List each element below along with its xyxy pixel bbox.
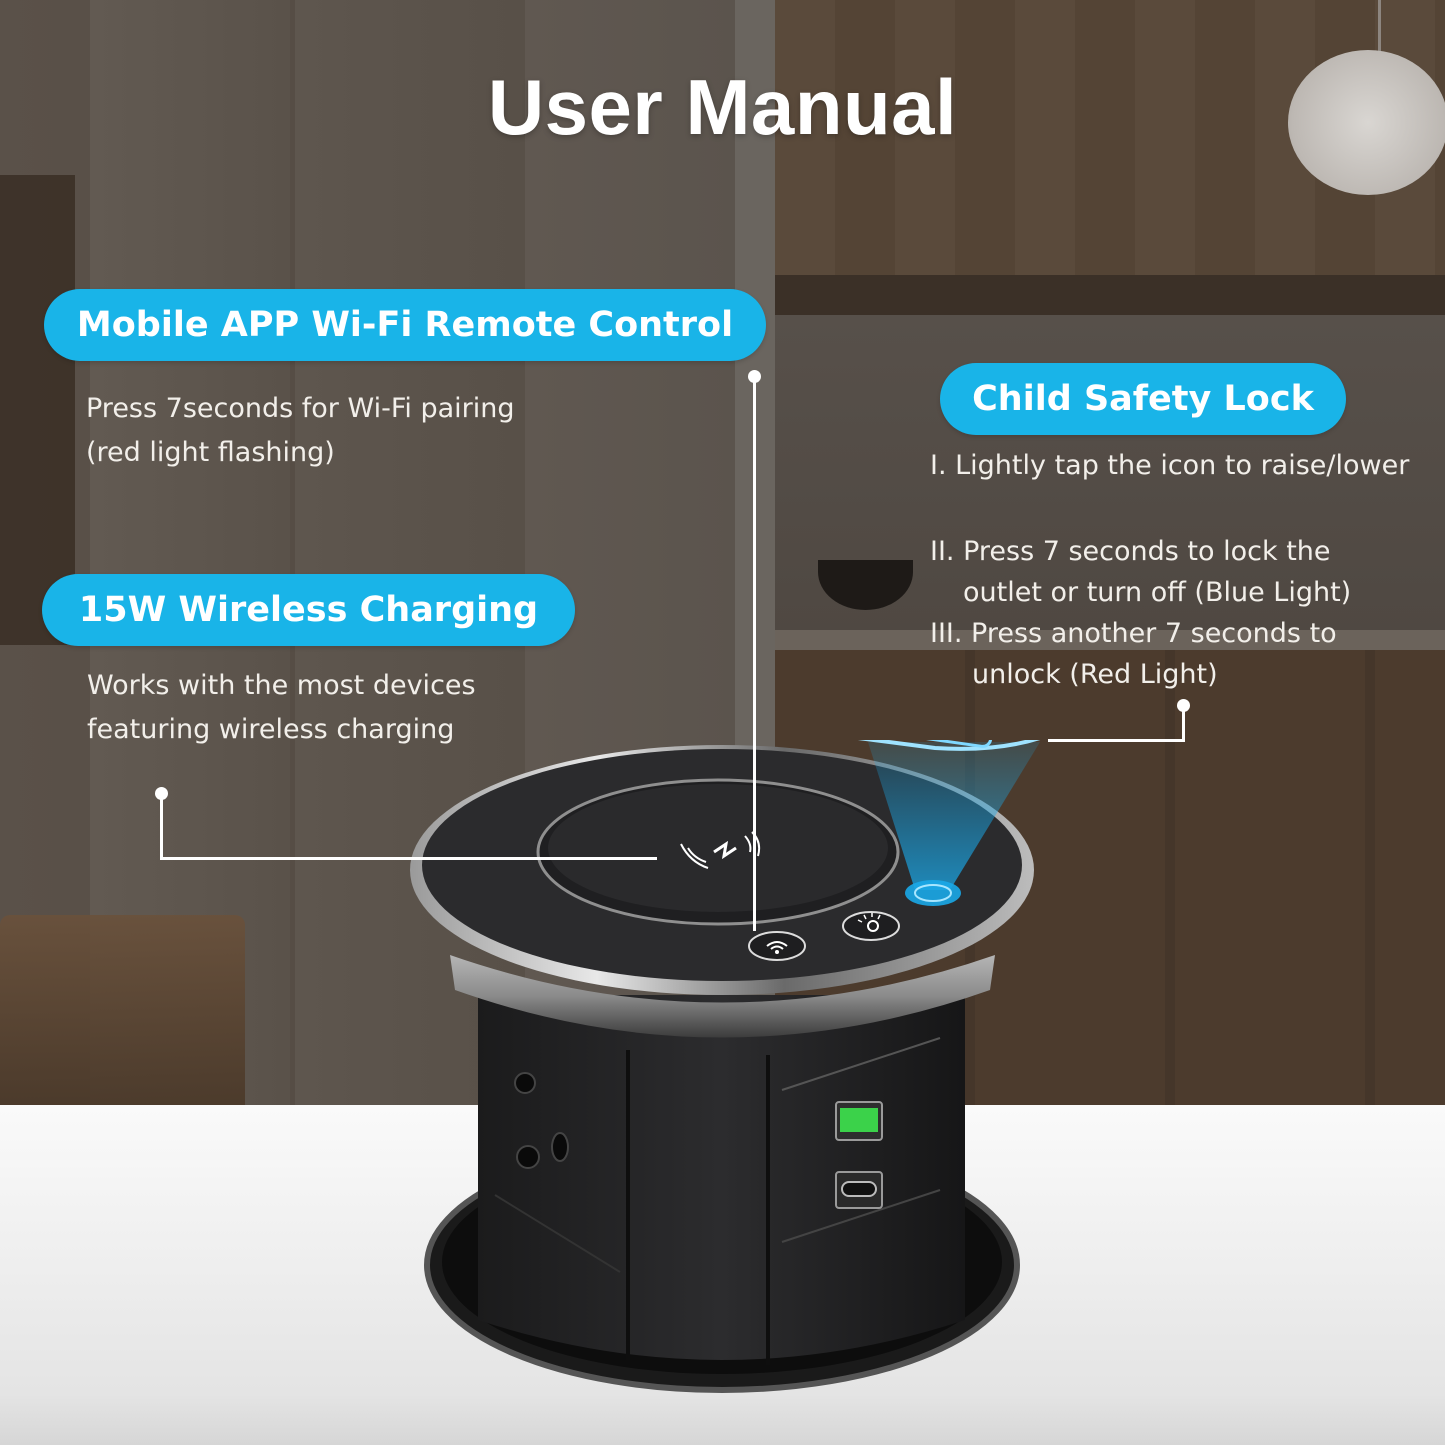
light-button[interactable] [842,911,900,941]
lock-step-3: III. Press another 7 seconds to [930,618,1337,649]
wireless-charging-heading: 15W Wireless Charging [42,574,575,646]
wifi-connector-line [753,376,756,931]
usb-c-port-icon [835,1171,883,1209]
hologram-beam [868,742,1040,890]
wifi-button[interactable] [748,931,806,961]
background-chair [0,915,245,1105]
lightbulb-icon [867,920,879,932]
wifi-feature-heading-text: Mobile APP Wi-Fi Remote Control [76,305,734,345]
power-icon [914,884,952,902]
lock-step-1: I. Lightly tap the icon to raise/lower [930,450,1410,481]
wireless-charging-description: Works with the most devices featuring wi… [87,664,476,752]
lock-connector-horizontal [1048,739,1185,742]
wifi-description-line: Press 7seconds for Wi-Fi pairing [86,393,515,424]
wireless-connector-vertical [160,793,163,859]
wifi-icon [766,941,788,947]
child-lock-heading: Child Safety Lock [940,363,1346,435]
wireless-connector-horizontal [160,857,657,860]
shield-lock-icon [857,740,1041,751]
power-lock-button[interactable] [905,880,961,906]
wireless-description-line: Works with the most devices [87,670,476,701]
ac-outlet-icon [514,1072,569,1169]
lock-step-3-continued: unlock (Red Light) [972,659,1218,690]
wifi-feature-heading: Mobile APP Wi-Fi Remote Control [44,289,766,361]
pendant-lamp [1288,50,1445,195]
lock-connector-vertical [1182,705,1185,742]
background-counter [775,630,1445,650]
page-title: User Manual [487,63,958,151]
wireless-charging-heading-text: 15W Wireless Charging [78,590,539,630]
wifi-description-line: (red light flashing) [86,437,335,468]
lock-step-2: II. Press 7 seconds to lock the [930,536,1331,567]
usb-a-port-icon [835,1101,883,1141]
wifi-feature-description: Press 7seconds for Wi-Fi pairing (red li… [86,387,515,475]
wireless-charging-icon [680,831,761,869]
popup-socket-device [410,740,1041,1393]
background-shelf [0,175,75,645]
wireless-description-line: featuring wireless charging [87,714,455,745]
lamp-cord [1378,0,1381,55]
child-lock-heading-text: Child Safety Lock [972,379,1314,419]
lock-step-2-continued: outlet or turn off (Blue Light) [963,577,1352,608]
background-shelf [775,275,1445,315]
